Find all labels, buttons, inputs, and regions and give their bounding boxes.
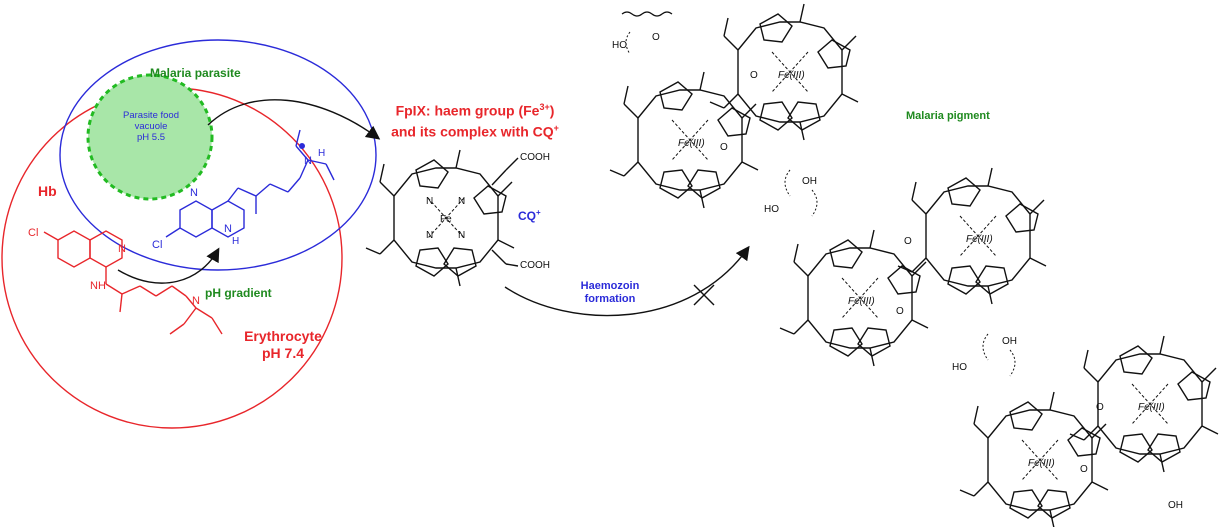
fpix-line2-text: and its complex with CQ [391, 123, 554, 140]
hbond-2-ho: HO [952, 362, 967, 373]
malaria-pigment-label: Malaria pigment [906, 110, 990, 122]
ester-o-1: O [750, 70, 758, 81]
cq-label: CQ+ [518, 208, 541, 223]
haemozoin-dimer-3 [959, 335, 1219, 527]
chloroquine-blue-charge [299, 143, 305, 149]
haem-cooh-top: COOH [520, 152, 550, 163]
chloroquine-blue-cl: Cl [152, 239, 162, 251]
top-o: O [652, 32, 660, 43]
dimer2-fe-b: Fe(III) [966, 234, 993, 245]
bottom-oh: OH [1168, 500, 1183, 511]
vacuole-to-fpix-arrow [207, 99, 381, 140]
erythrocyte-label-line2: pH 7.4 [261, 345, 304, 361]
haem-propionates [491, 157, 519, 267]
dimer1-fe-b: Fe(III) [778, 70, 805, 81]
dimer2-fe-a: Fe(III) [848, 296, 875, 307]
dimer3-fe-a: Fe(III) [1028, 458, 1055, 469]
cq-charge: + [536, 208, 541, 217]
inhibition-cross-b [693, 284, 715, 306]
hbond-dashes [625, 31, 1016, 377]
ester-o-4: O [896, 306, 904, 317]
hbond-1-oh: OH [802, 176, 817, 187]
chloroquine-red-nh: NH [90, 280, 106, 292]
haemozoin-arrow [504, 245, 750, 317]
haem-n-1: N [426, 196, 433, 207]
fpix-label-line1: FpIX: haem group (Fe3+) [360, 99, 590, 120]
haemozoin-label: Haemozoin formation [570, 280, 650, 306]
parasite-membrane [59, 39, 377, 271]
haem-n-4: N [458, 230, 465, 241]
fpix-label-line2: and its complex with CQ+ [360, 120, 590, 141]
chloroquine-blue-n: N [190, 187, 198, 199]
chloroquine-blue-nh-n: N [224, 223, 232, 235]
hb-label: Hb [38, 183, 57, 199]
ester-o-5: O [1096, 402, 1104, 413]
fpix-label: FpIX: haem group (Fe3+) and its complex … [360, 99, 590, 140]
ester-o-3: O [904, 236, 912, 247]
ester-o-6: O [1080, 464, 1088, 475]
fpix-charge: 3+ [539, 102, 550, 112]
ph-gradient-label: pH gradient [205, 286, 272, 300]
hbond-2-oh: OH [1002, 336, 1017, 347]
vacuole-label-line3: pH 5.5 [137, 132, 165, 143]
top-ho: HO [612, 40, 627, 51]
polymer-chain-end [621, 11, 673, 17]
dimer3-fe-b: Fe(III) [1138, 402, 1165, 413]
chloroquine-blue-h: H [318, 148, 325, 159]
chloroquine-red-amine-n: N [192, 295, 200, 307]
dimer1-fe-a: Fe(III) [678, 138, 705, 149]
fpix-text: FpIX: haem group (Fe [395, 102, 540, 119]
erythrocyte-label-line1: Erythrocyte [244, 328, 322, 344]
erythrocyte-label: Erythrocyte pH 7.4 [228, 328, 338, 362]
chloroquine-blue-nh-h: H [232, 236, 239, 247]
fpix-line2-charge: + [553, 122, 559, 133]
haemozoin-label-line1: Haemozoin [580, 280, 640, 292]
vacuole-label: Parasite food vacuole pH 5.5 [108, 110, 194, 143]
haem-cooh-bottom: COOH [520, 260, 550, 271]
chloroquine-blue [165, 129, 335, 238]
cq-text: CQ [518, 209, 536, 223]
food-vacuole [86, 73, 214, 201]
haem-fe: Fe [440, 214, 452, 225]
chloroquine-red [43, 230, 223, 335]
chloroquine-blue-amine-n: N [304, 155, 312, 167]
haem-n-3: N [426, 230, 433, 241]
ester-o-2: O [720, 142, 728, 153]
haemozoin-label-line2: formation [584, 293, 636, 305]
malaria-parasite-label: Malaria parasite [150, 66, 241, 80]
fpix-close: ) [549, 102, 555, 119]
vacuole-label-line1: Parasite food [123, 110, 179, 121]
chloroquine-red-n: N [118, 243, 126, 255]
vacuole-label-line2: vacuole [134, 121, 168, 132]
haemozoin-dimer-1 [609, 3, 859, 209]
ph-gradient-arrow [117, 247, 220, 284]
hbond-1-ho: HO [764, 204, 779, 215]
chloroquine-red-cl: Cl [28, 227, 38, 239]
haem-n-2: N [458, 196, 465, 207]
